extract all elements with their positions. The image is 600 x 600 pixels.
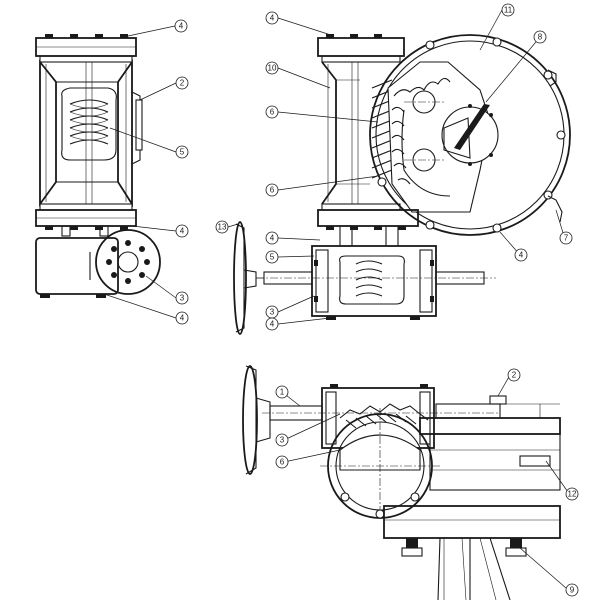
- callout-c25: 9: [565, 583, 579, 597]
- callout-label: 2: [180, 79, 185, 88]
- callout-c24: 12: [565, 487, 579, 501]
- bottom-section-view: [242, 365, 561, 600]
- callout-c9: 6: [265, 105, 279, 119]
- callout-c21: 3: [275, 433, 289, 447]
- callout-c19: 4: [265, 317, 279, 331]
- callout-label: 9: [570, 586, 575, 595]
- callout-c15: 13: [215, 220, 229, 234]
- callout-c7: 4: [265, 11, 279, 25]
- callout-c16: 4: [265, 231, 279, 245]
- callout-c11: 11: [501, 3, 515, 17]
- callout-label: 6: [270, 108, 275, 117]
- callout-label: 3: [180, 294, 185, 303]
- callout-label: 4: [180, 314, 185, 323]
- callout-label: 4: [179, 22, 184, 31]
- front-view: [256, 34, 571, 320]
- callout-label: 4: [270, 234, 275, 243]
- callout-c2: 2: [175, 76, 189, 90]
- callout-label: 4: [180, 227, 185, 236]
- callout-label: 4: [270, 14, 275, 23]
- callout-label: 12: [568, 490, 577, 499]
- callout-c10: 6: [265, 183, 279, 197]
- callout-c12: 8: [533, 30, 547, 44]
- handwheel-top: [233, 221, 264, 335]
- callout-label: 5: [180, 148, 185, 157]
- callout-c20: 1: [275, 385, 289, 399]
- callout-label: 4: [519, 251, 524, 260]
- callout-c5: 3: [175, 291, 189, 305]
- callout-label: 5: [270, 253, 275, 262]
- callout-label: 4: [270, 320, 275, 329]
- callout-c22: 6: [275, 455, 289, 469]
- callout-label: 13: [218, 223, 227, 232]
- callout-c3: 5: [175, 145, 189, 159]
- callout-label: 7: [564, 234, 569, 243]
- callout-c18: 3: [265, 305, 279, 319]
- callout-c6: 4: [175, 311, 189, 325]
- callout-c17: 5: [265, 250, 279, 264]
- callout-c1: 4: [174, 19, 188, 33]
- callout-label: 1: [280, 388, 285, 397]
- callout-c13: 7: [559, 231, 573, 245]
- leader-lines: [103, 9, 569, 589]
- callout-c23: 2: [507, 368, 521, 382]
- callout-label: 3: [280, 436, 285, 445]
- callout-label: 10: [268, 64, 277, 73]
- callout-c8: 10: [265, 61, 279, 75]
- callout-label: 2: [512, 371, 517, 380]
- callout-label: 6: [270, 186, 275, 195]
- left-side-view: [35, 34, 161, 298]
- callout-label: 3: [270, 308, 275, 317]
- callout-label: 8: [538, 33, 543, 42]
- callout-label: 6: [280, 458, 285, 467]
- callout-label: 11: [504, 6, 513, 15]
- callout-c14: 4: [514, 248, 528, 262]
- callout-c4: 4: [175, 224, 189, 238]
